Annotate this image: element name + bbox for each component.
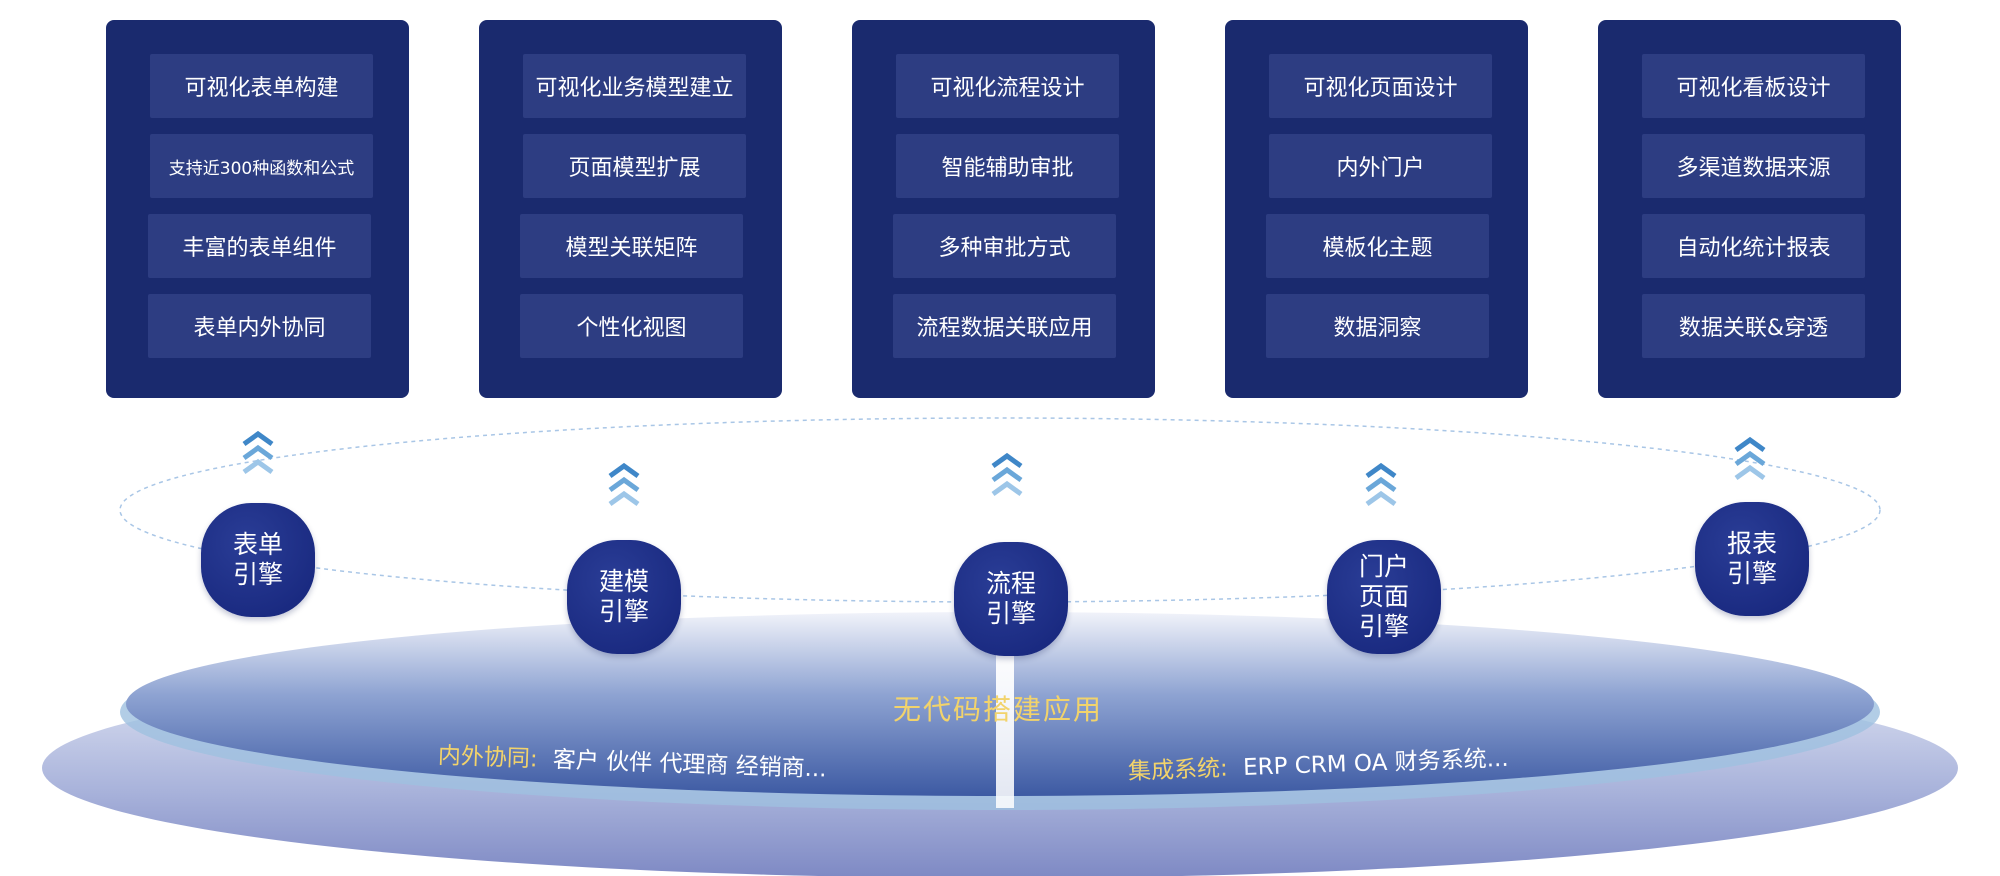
engine-label-line: 报表: [1726, 529, 1777, 558]
panel-item: 可视化看板设计: [1642, 54, 1865, 118]
engine-label-line: 引擎: [598, 597, 649, 626]
panel-item: 表单内外协同: [148, 294, 371, 358]
panel-item: 模型关联矩阵: [520, 214, 743, 278]
engine-label-line: 建模: [598, 567, 649, 596]
chevron-up-icon: [991, 452, 1023, 497]
engine-label-line: 门户: [1358, 552, 1409, 581]
panel-item: 可视化流程设计: [896, 54, 1119, 118]
engine-form: 表单 引擎: [201, 503, 315, 617]
chevron-up-icon: [1734, 436, 1766, 481]
chevron-up-icon: [242, 430, 274, 475]
engine-label-line: 引擎: [232, 560, 283, 589]
panel-item: 模板化主题: [1266, 214, 1489, 278]
panel-item: 流程数据关联应用: [893, 294, 1116, 358]
engine-workflow: 流程 引擎: [954, 542, 1068, 656]
chevron-up-icon: [1365, 462, 1397, 507]
orbit-ring: [119, 417, 1881, 603]
panel-item: 可视化业务模型建立: [523, 54, 746, 118]
panel-item: 自动化统计报表: [1642, 214, 1865, 278]
right-caption-label: 集成系统:: [1127, 755, 1229, 785]
panel-item: 可视化页面设计: [1269, 54, 1492, 118]
engine-portal: 门户 页面 引擎: [1327, 540, 1441, 654]
engine-report: 报表 引擎: [1695, 502, 1809, 616]
center-beam: [996, 650, 1014, 808]
panel-portal: 可视化页面设计 内外门户 模板化主题 数据洞察: [1225, 20, 1528, 398]
panel-item: 数据洞察: [1266, 294, 1489, 358]
panel-item: 内外门户: [1269, 134, 1492, 198]
engine-modeling: 建模 引擎: [567, 540, 681, 654]
engine-label-line: 引擎: [1358, 612, 1409, 641]
panel-item: 多种审批方式: [893, 214, 1116, 278]
panel-form: 可视化表单构建 支持近300种函数和公式 丰富的表单组件 表单内外协同: [106, 20, 409, 398]
panel-item: 页面模型扩展: [523, 134, 746, 198]
engine-label-line: 流程: [985, 569, 1036, 598]
engine-label-line: 页面: [1358, 582, 1409, 611]
engine-label-line: 引擎: [1726, 559, 1777, 588]
panel-item: 可视化表单构建: [150, 54, 373, 118]
panel-item: 多渠道数据来源: [1642, 134, 1865, 198]
panel-modeling: 可视化业务模型建立 页面模型扩展 模型关联矩阵 个性化视图: [479, 20, 782, 398]
engine-label-line: 引擎: [985, 599, 1036, 628]
panel-workflow: 可视化流程设计 智能辅助审批 多种审批方式 流程数据关联应用: [852, 20, 1155, 398]
engine-label-line: 表单: [232, 530, 283, 559]
panel-item: 个性化视图: [520, 294, 743, 358]
chevron-up-icon: [608, 462, 640, 507]
base-title: 无代码搭建应用: [893, 693, 1104, 726]
panel-item: 数据关联&穿透: [1642, 294, 1865, 358]
panel-item: 智能辅助审批: [896, 134, 1119, 198]
left-caption-label: 内外协同:: [437, 743, 539, 773]
panel-item: 丰富的表单组件: [148, 214, 371, 278]
panel-item: 支持近300种函数和公式: [150, 134, 373, 198]
panel-report: 可视化看板设计 多渠道数据来源 自动化统计报表 数据关联&穿透: [1598, 20, 1901, 398]
